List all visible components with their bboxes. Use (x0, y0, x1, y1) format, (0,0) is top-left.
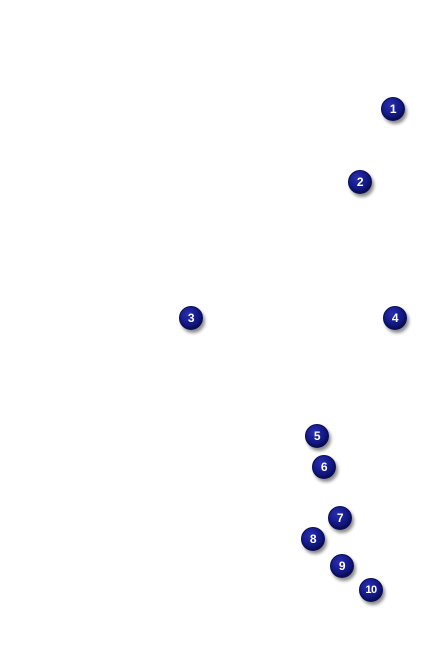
map-marker-1[interactable]: 1 (381, 97, 405, 121)
marker-label: 6 (320, 460, 328, 474)
marker-label: 9 (338, 559, 346, 573)
map-marker-5[interactable]: 5 (305, 424, 329, 448)
map-marker-3[interactable]: 3 (179, 306, 203, 330)
marker-label: 1 (389, 102, 397, 116)
marker-label: 4 (391, 311, 399, 325)
map-marker-8[interactable]: 8 (301, 527, 325, 551)
marker-label: 10 (365, 583, 377, 596)
marker-label: 2 (356, 175, 364, 189)
map-marker-4[interactable]: 4 (383, 306, 407, 330)
map-marker-9[interactable]: 9 (330, 554, 354, 578)
marker-label: 8 (309, 532, 317, 546)
map-marker-6[interactable]: 6 (312, 455, 336, 479)
map-marker-2[interactable]: 2 (348, 170, 372, 194)
marker-label: 7 (336, 511, 344, 525)
map-marker-7[interactable]: 7 (328, 506, 352, 530)
map-marker-10[interactable]: 10 (359, 578, 383, 602)
marker-label: 3 (187, 311, 195, 325)
marker-label: 5 (313, 429, 321, 443)
